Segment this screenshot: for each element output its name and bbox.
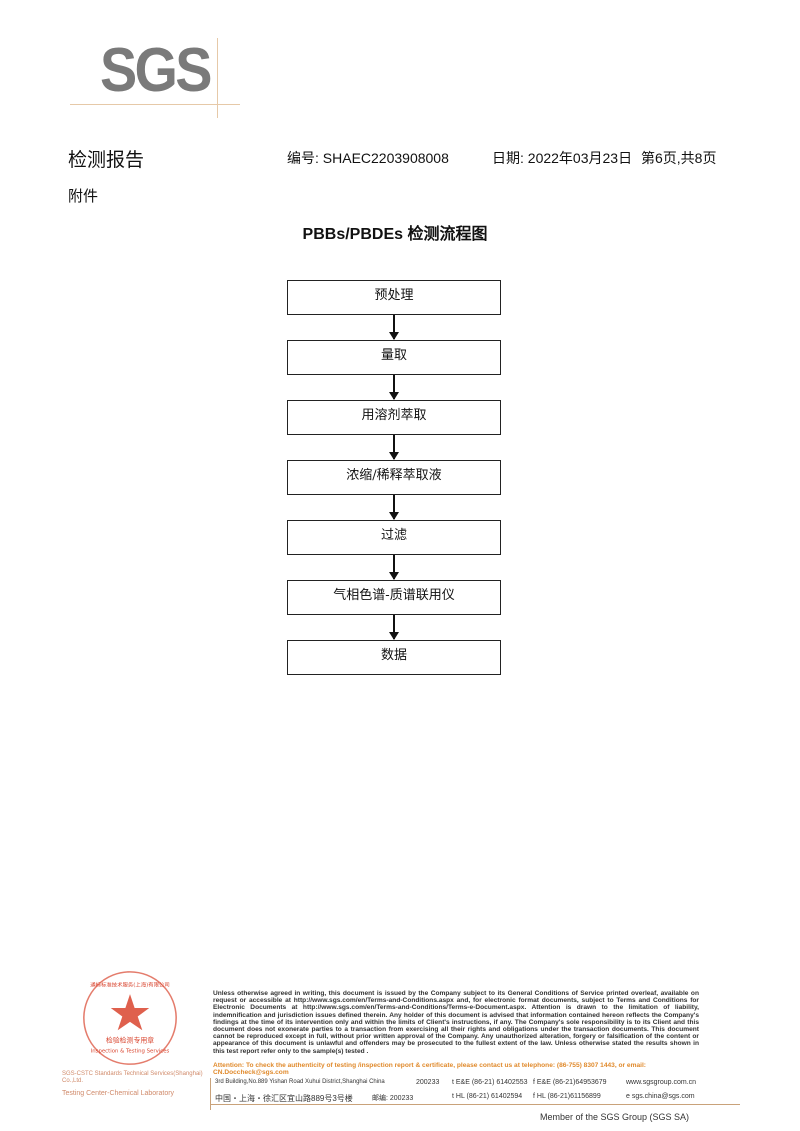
address-cn: 中国・上海・徐汇区宜山路889号3号楼 xyxy=(215,1094,353,1103)
zip-cn: 邮编: 200233 xyxy=(372,1095,414,1102)
seal-center-en: Inspection & Testing Services xyxy=(91,1049,170,1055)
flow-step: 量取 xyxy=(287,340,501,375)
flow-step: 数据 xyxy=(287,640,501,675)
flow-step: 过滤 xyxy=(287,520,501,555)
lab-name: Testing Center-Chemical Laboratory xyxy=(62,1090,175,1097)
email: e sgs.china@sgs.com xyxy=(626,1093,695,1100)
legal-disclaimer: Unless otherwise agreed in writing, this… xyxy=(213,990,699,1055)
website: www.sgsgroup.com.cn xyxy=(626,1079,697,1086)
arrow-down-icon xyxy=(389,495,399,520)
report-title: 检测报告 xyxy=(68,150,145,171)
zip-en: 200233 xyxy=(416,1079,440,1086)
address-en: 3rd Building,No.889 Yishan Road Xuhui Di… xyxy=(215,1079,385,1085)
arrow-down-icon xyxy=(389,315,399,340)
flow-step: 用溶剂萃取 xyxy=(287,400,501,435)
logo-rule xyxy=(70,104,240,105)
arrow-down-icon xyxy=(389,435,399,460)
company-name: SGS-CSTC Standards Technical Services(Sh… xyxy=(62,1071,203,1084)
phone-hl: t HL (86-21) 61402594 xyxy=(452,1093,523,1100)
annex-label: 附件 xyxy=(68,188,99,205)
page-number: 第6页,共8页 xyxy=(641,150,717,166)
seal-center-cn: 检验检测专用章 xyxy=(106,1036,154,1045)
authenticity-notice: Attention: To check the authenticity of … xyxy=(213,1062,646,1077)
phone-ee: t E&E (86-21) 61402553 xyxy=(452,1079,528,1086)
flow-step: 预处理 xyxy=(287,280,501,315)
report-number: 编号: SHAEC2203908008 xyxy=(287,150,449,166)
flow-step: 浓缩/稀释萃取液 xyxy=(287,460,501,495)
flowchart-title: PBBs/PBDEs 检测流程图 xyxy=(302,226,488,243)
member-note: Member of the SGS Group (SGS SA) xyxy=(540,1112,690,1122)
arrow-down-icon xyxy=(389,375,399,400)
fax-ee: f E&E (86-21)64953679 xyxy=(533,1079,607,1086)
flow-step: 气相色谱-质谱联用仪 xyxy=(287,580,501,615)
footer-rule-vertical xyxy=(210,1078,211,1110)
footer-rule xyxy=(210,1104,740,1105)
sgs-logo: SGS xyxy=(100,36,212,105)
fax-hl: f HL (86-21)61156899 xyxy=(533,1093,601,1100)
arrow-down-icon xyxy=(389,555,399,580)
seal-ring-text: 通标标准技术服务(上海)有限公司 xyxy=(90,980,169,988)
logo-rule-vertical xyxy=(217,38,218,118)
report-date: 日期: 2022年03月23日 xyxy=(492,150,633,166)
arrow-down-icon xyxy=(389,615,399,640)
company-seal: 检验检测专用章 Inspection & Testing Services 通标… xyxy=(83,971,177,1065)
